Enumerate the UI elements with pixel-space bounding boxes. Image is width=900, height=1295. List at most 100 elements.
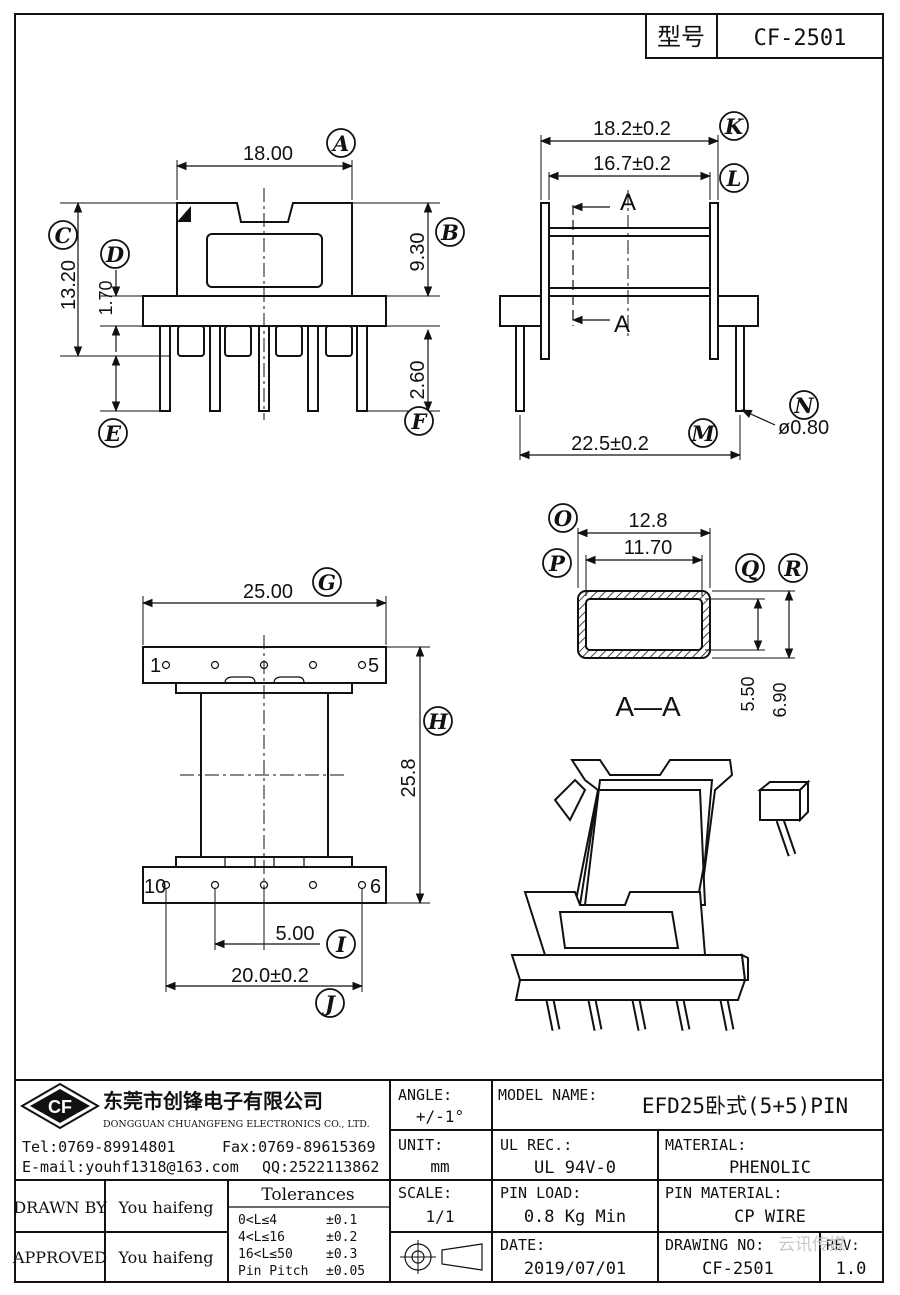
svg-text:P: P [548,551,566,576]
type-label: 型号 [657,24,705,51]
callout-H: H [423,706,453,736]
dim-section-h-inner: 5.50 [738,676,758,711]
ul-value: UL 94V-0 [534,1158,616,1178]
scale-value: 1/1 [426,1207,455,1226]
pin-material-label: PIN MATERIAL: [665,1184,782,1202]
approved-value: You haifeng [117,1248,213,1267]
callout-J: J [315,988,345,1018]
email: E-mail:youhf1318@163.com [22,1158,239,1176]
pin-1-label: 1 [150,655,161,677]
rev-value: 1.0 [836,1259,867,1279]
callout-B: B [435,217,465,247]
company-name-cn: 东莞市创锋电子有限公司 [103,1089,323,1113]
scale-label: SCALE: [398,1184,452,1202]
pin-6-label: 6 [370,876,381,898]
rev-label: REV: [826,1238,860,1254]
callout-R: R [778,553,808,583]
dim-pin-span: 22.5±0.2 [571,433,649,455]
callout-F: F [404,406,434,436]
callout-E: E [98,418,128,448]
callout-M: M [688,418,718,448]
svg-text:H: H [427,709,449,734]
dim-top-height: 25.8 [398,759,420,798]
tol-range-2: 4<L≤16 [238,1230,285,1245]
callout-L: L [719,163,749,193]
drawing-no-label: DRAWING NO: [665,1236,764,1254]
side-view: A A [499,189,759,412]
front-view [142,188,387,420]
svg-text:M: M [690,421,715,446]
drawing-no-value: CF-2501 [702,1259,774,1279]
callout-C: C [48,220,78,250]
dim-section-h-outer: 6.90 [770,682,790,717]
watermark: 云讯传媒 [778,1235,846,1254]
dim-side-outer: 18.2±0.2 [593,118,671,140]
model-name-value: EFD25卧式(5+5)PIN [642,1094,848,1118]
callout-A: A [326,128,356,158]
svg-text:N: N [793,393,814,418]
dim-pitch: 5.00 [276,923,315,945]
material-label: MATERIAL: [665,1136,746,1154]
dim-pin-length: 2.60 [407,361,429,400]
date-value: 2019/07/01 [524,1259,626,1279]
svg-text:F: F [411,409,429,434]
unit-value: mm [430,1157,449,1176]
svg-text:I: I [335,932,347,957]
dim-front-body-height: 9.30 [407,233,429,272]
pin-load-label: PIN LOAD: [500,1184,581,1202]
section-view [577,590,711,659]
section-mark-top: A [620,189,636,216]
dim-side-inner: 16.7±0.2 [593,153,671,175]
callout-N: N [789,390,819,420]
dim-row-span: 20.0±0.2 [231,965,309,987]
tol-range-3: 16<L≤50 [238,1247,293,1262]
dim-section-outer: 12.8 [629,510,668,532]
callout-G: G [312,567,342,597]
dim-front-total-height: 13.20 [58,260,80,310]
angle-label: ANGLE: [398,1086,452,1104]
tol-value-3: ±0.3 [326,1247,357,1262]
pin-load-value: 0.8 Kg Min [524,1207,626,1227]
svg-text:D: D [105,242,125,267]
top-view [142,635,387,915]
dim-top-width: 25.00 [243,581,293,603]
date-label: DATE: [500,1236,545,1254]
tol-value-4: ±0.05 [326,1264,365,1279]
header-box [645,13,884,59]
svg-text:E: E [104,421,122,446]
svg-text:A: A [331,131,349,156]
isometric-view [510,759,811,1031]
tol-range-1: 0<L≤4 [238,1213,277,1228]
tol-range-4: Pin Pitch [238,1264,308,1279]
callout-I: I [326,929,356,959]
drawn-by-value: You haifeng [117,1198,213,1217]
model-name-label: MODEL NAME: [498,1086,597,1104]
dim-front-width: 18.00 [243,143,293,165]
qq: QQ:2522113862 [262,1158,379,1176]
outer-frame [14,13,884,1283]
svg-text:CF: CF [48,1097,72,1117]
callout-D: D [100,239,130,269]
svg-text:L: L [726,166,742,191]
unit-label: UNIT: [398,1136,443,1154]
tolerances-title: Tolerances [261,1185,354,1205]
section-mark-bottom: A [614,311,630,338]
angle-value: +/-1° [416,1107,464,1126]
section-title: A—A [615,691,681,722]
svg-text:Q: Q [741,556,759,581]
svg-text:R: R [783,556,801,581]
projection-symbol [400,1240,483,1274]
pin-10-label: 10 [144,876,166,898]
svg-text:C: C [55,223,72,248]
header-model: CF-2501 [754,26,847,51]
svg-text:B: B [440,220,459,245]
pin-5-label: 5 [368,655,379,677]
company-logo: CF [20,1082,100,1130]
svg-text:G: G [318,570,336,595]
ul-label: UL REC.: [500,1136,572,1154]
tel: Tel:0769-89914801 [22,1138,176,1156]
title-block: CF 东莞市创锋电子有限公司 DONGGUAN CHUANGFENG ELECT… [12,1079,883,1282]
approved-label: APPROVED [12,1248,107,1267]
